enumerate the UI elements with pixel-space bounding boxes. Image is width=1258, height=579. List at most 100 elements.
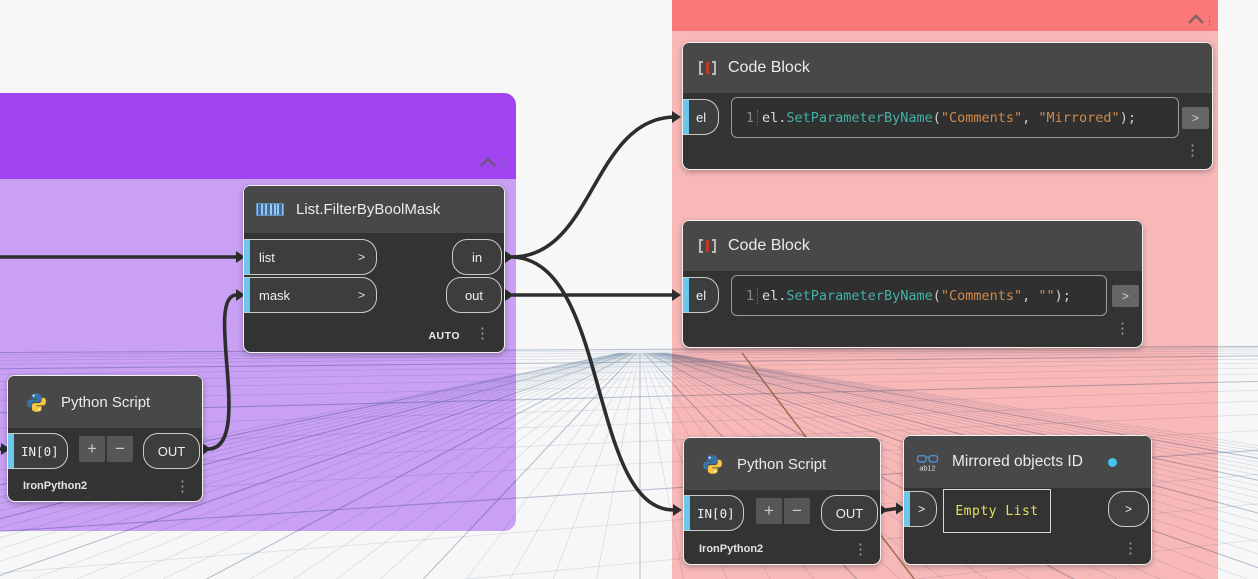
lacing-setting[interactable]: AUTO: [428, 330, 460, 342]
input-port-el[interactable]: el: [683, 277, 719, 313]
input-port-mask[interactable]: mask >: [244, 277, 377, 313]
svg-text:ab12: ab12: [919, 463, 935, 472]
default-value-chevron-icon[interactable]: >: [357, 288, 365, 302]
output-port-chevron[interactable]: >: [1182, 107, 1209, 129]
node-header[interactable]: ab12 Mirrored objects ID: [904, 436, 1151, 488]
input-port[interactable]: >: [904, 491, 937, 527]
wire-pythonout-to-mask[interactable]: [207, 293, 238, 451]
port-label: out: [464, 287, 484, 303]
node-title: Python Script: [61, 393, 151, 411]
port-accent: [244, 278, 250, 312]
port-label: el: [696, 287, 707, 303]
input-port-in0[interactable]: IN[0]: [684, 495, 744, 531]
python-icon: [703, 454, 722, 474]
port-label: el: [696, 109, 707, 125]
group-menu-icon[interactable]: ⋮: [499, 158, 510, 170]
node-header[interactable]: Python Script: [684, 438, 880, 490]
node-menu-icon[interactable]: ⋮: [475, 325, 490, 342]
group-red-header[interactable]: ⋮: [672, 0, 1218, 31]
wire-arrow: [673, 504, 682, 516]
node-code-block-1[interactable]: Code Block el 1 el.SetParameterByName("C…: [682, 42, 1213, 170]
output-port[interactable]: >: [1108, 491, 1149, 527]
node-code-block-2[interactable]: Code Block el 1 el.SetParameterByName("C…: [682, 220, 1143, 348]
port-label: IN[0]: [21, 443, 59, 459]
wire-arrow: [1, 443, 10, 455]
node-mirrored-objects-id[interactable]: ab12 Mirrored objects ID > Empty List > …: [903, 435, 1152, 565]
wire-arrow: [505, 289, 514, 301]
default-value-chevron-icon[interactable]: >: [357, 250, 365, 264]
plus-icon: +: [764, 501, 774, 520]
input-port-in0[interactable]: IN[0]: [8, 433, 68, 469]
node-menu-icon[interactable]: ⋮: [1185, 142, 1200, 159]
port-label: OUT: [835, 505, 864, 521]
chevron-right-icon: >: [1121, 289, 1129, 303]
python-engine-label: IronPython2: [23, 480, 88, 492]
node-title: Mirrored objects ID: [952, 453, 1083, 470]
code-editor[interactable]: 1 el.SetParameterByName("Comments", "Mir…: [731, 97, 1179, 138]
wire-arrow: [202, 443, 211, 455]
node-header[interactable]: Code Block: [683, 43, 1212, 93]
python-engine-label: IronPython2: [699, 543, 764, 555]
port-label: IN[0]: [697, 505, 735, 521]
remove-input-button[interactable]: −: [784, 498, 810, 524]
port-accent: [684, 496, 690, 530]
node-menu-icon[interactable]: ⋮: [175, 478, 190, 495]
line-number: 1: [732, 287, 758, 304]
port-label: list: [259, 249, 275, 265]
output-port-out[interactable]: OUT: [821, 495, 878, 531]
wire-arrow: [672, 111, 681, 123]
port-accent: [683, 278, 689, 312]
remove-input-button[interactable]: −: [107, 436, 133, 462]
port-accent: [904, 492, 910, 526]
wire-arrow: [236, 251, 245, 263]
node-header[interactable]: List.FilterByBoolMask: [244, 186, 504, 233]
minus-icon: −: [115, 439, 125, 458]
wire-in-to-codeblock1[interactable]: [510, 115, 676, 259]
renamed-indicator-dot: [1107, 457, 1117, 467]
group-purple-header[interactable]: ⋮: [0, 93, 516, 179]
watch-value: Empty List: [943, 489, 1051, 533]
output-port-chevron[interactable]: >: [1112, 285, 1139, 307]
chevron-right-icon: >: [918, 502, 926, 516]
line-number: 1: [732, 109, 758, 126]
code-block-icon: [699, 239, 716, 254]
collapse-group-icon[interactable]: [480, 157, 496, 167]
code-block-icon: [699, 61, 716, 76]
node-menu-icon[interactable]: ⋮: [1123, 540, 1138, 557]
watch-icon: ab12: [916, 454, 939, 472]
wire-arrow: [672, 289, 681, 301]
port-accent: [244, 240, 250, 274]
node-python-script-left[interactable]: Python Script IN[0] + − OUT IronPython2 …: [7, 375, 203, 502]
node-menu-icon[interactable]: ⋮: [853, 541, 868, 558]
port-label: OUT: [157, 443, 186, 459]
chevron-right-icon: >: [1124, 502, 1132, 516]
wire-arrow: [505, 251, 514, 263]
wire-arrow: [236, 289, 245, 301]
output-port-out[interactable]: out: [446, 277, 502, 313]
node-menu-icon[interactable]: ⋮: [1115, 320, 1130, 337]
code-editor[interactable]: 1 el.SetParameterByName("Comments", "");: [731, 275, 1107, 316]
input-port-list[interactable]: list >: [244, 239, 377, 275]
minus-icon: −: [792, 501, 802, 520]
watch-value-text: Empty List: [955, 503, 1039, 519]
output-port-out[interactable]: OUT: [143, 433, 200, 469]
plus-icon: +: [87, 439, 97, 458]
add-input-button[interactable]: +: [756, 498, 782, 524]
port-accent: [8, 434, 14, 468]
group-menu-icon[interactable]: ⋮: [1204, 15, 1215, 27]
python-icon: [27, 392, 46, 412]
node-header[interactable]: Python Script: [8, 376, 202, 428]
input-port-el[interactable]: el: [683, 99, 719, 135]
node-title: List.FilterByBoolMask: [296, 201, 441, 218]
collapse-group-icon[interactable]: [1188, 14, 1204, 24]
node-python-script-right[interactable]: Python Script IN[0] + − OUT IronPython2 …: [683, 437, 881, 565]
port-accent: [683, 100, 689, 134]
wire-arrow: [896, 502, 905, 515]
add-input-button[interactable]: +: [79, 436, 105, 462]
wire-pythonout-to-watch[interactable]: [884, 506, 899, 512]
output-port-in[interactable]: in: [452, 239, 502, 275]
node-list-filterbyboolmask[interactable]: List.FilterByBoolMask list > mask > in o…: [243, 185, 505, 353]
wire-in-to-python-right[interactable]: [510, 255, 676, 512]
node-header[interactable]: Code Block: [683, 221, 1142, 271]
